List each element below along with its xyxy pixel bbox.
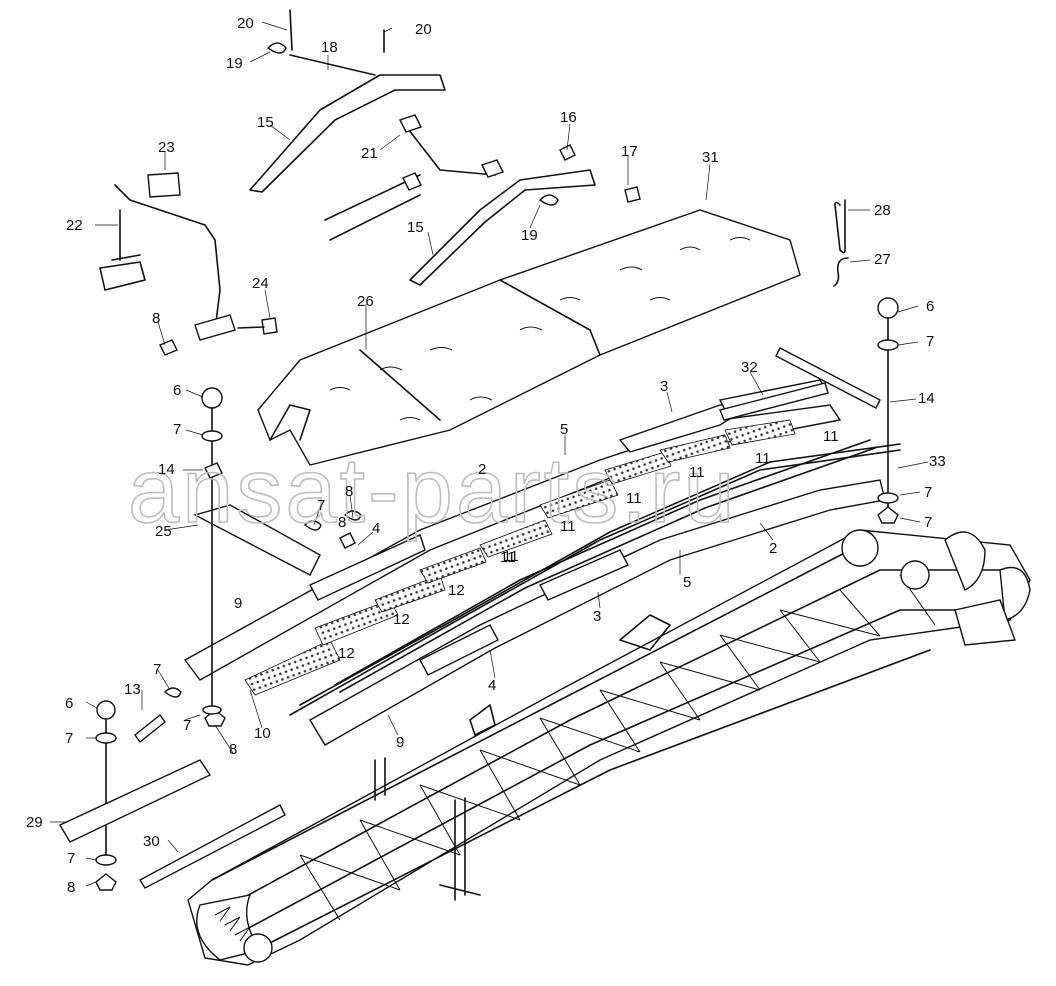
callout-label: 11 [626, 490, 642, 507]
callout-label: 28 [874, 202, 891, 219]
callout-label: 7 [65, 730, 73, 747]
callout-label: 3 [660, 378, 668, 395]
callout-label: 29 [26, 814, 43, 831]
callout-label: 19 [521, 227, 538, 244]
callout-label: 12 [448, 582, 465, 599]
conveyor-frame [187, 529, 1031, 966]
callout-label: 20 [237, 15, 254, 32]
callout-label: 27 [874, 251, 891, 268]
callout-label: 11 [823, 428, 839, 445]
callout-label: 16 [560, 109, 577, 126]
callout-label: 8 [229, 741, 237, 758]
callout-label: 13 [124, 681, 141, 698]
callout-label: 7 [317, 497, 325, 514]
callout-label: 14 [158, 461, 175, 478]
callout-label: 8 [67, 879, 75, 896]
callout-label: 18 [321, 39, 338, 56]
callout-label: 31 [702, 149, 719, 166]
callout-label: 24 [252, 275, 269, 292]
callout-labels: 20 20 19 18 15 21 16 17 31 23 22 19 15 2… [26, 15, 946, 896]
callout-label: 11 [689, 464, 705, 481]
callout-label: 7 [153, 661, 161, 678]
callout-label: 6 [173, 382, 181, 399]
callout-label: 6 [926, 298, 934, 315]
callout-label: 15 [257, 114, 274, 131]
callout-label: 6 [65, 695, 73, 712]
callout-label: 2 [769, 540, 777, 557]
callout-label: 11 [755, 450, 771, 467]
callout-label: 3 [593, 608, 601, 625]
belt-cover [257, 209, 801, 466]
hardware [59, 9, 899, 891]
callout-label: 10 [254, 725, 271, 742]
support-arms [99, 54, 596, 576]
callout-label: 20 [415, 21, 432, 38]
callout-label: 12 [338, 645, 355, 662]
callout-label: 5 [683, 574, 691, 591]
callout-label: 7 [924, 484, 932, 501]
callout-label: 30 [143, 833, 160, 850]
callout-label: 7 [926, 333, 934, 350]
callout-label: 19 [226, 55, 243, 72]
callout-label: 7 [924, 514, 932, 531]
callout-label: 12 [393, 611, 410, 628]
callout-label: 2 [478, 461, 486, 478]
callout-label: 9 [396, 734, 404, 751]
callout-label: 11 [560, 518, 576, 535]
callout-label: 8 [338, 514, 346, 531]
callout-label: 7 [67, 850, 75, 867]
callout-label: 15 [407, 219, 424, 236]
callout-label: 8 [345, 483, 353, 500]
callout-label: 33 [929, 453, 946, 470]
callout-label: 21 [361, 145, 378, 162]
callout-label: 23 [158, 139, 175, 156]
callout-label: 8 [152, 310, 160, 327]
callout-label: 17 [621, 143, 638, 160]
callout-label: 7 [173, 421, 181, 438]
callout-label: 5 [560, 421, 568, 438]
callout-label: 22 [66, 217, 83, 234]
callout-label: 11 [500, 549, 516, 566]
leader-lines [50, 21, 929, 887]
callout-label: 14 [918, 390, 935, 407]
watermark-text: ansat-parts.ru [128, 440, 738, 542]
callout-label: 9 [234, 595, 242, 612]
callout-label: 11 [503, 548, 519, 565]
callout-label: 4 [372, 520, 380, 537]
callout-label: 4 [488, 677, 496, 694]
callout-label: 25 [155, 523, 172, 540]
callout-label: 7 [183, 717, 191, 734]
callout-label: 26 [357, 293, 374, 310]
callout-label: 32 [741, 359, 758, 376]
